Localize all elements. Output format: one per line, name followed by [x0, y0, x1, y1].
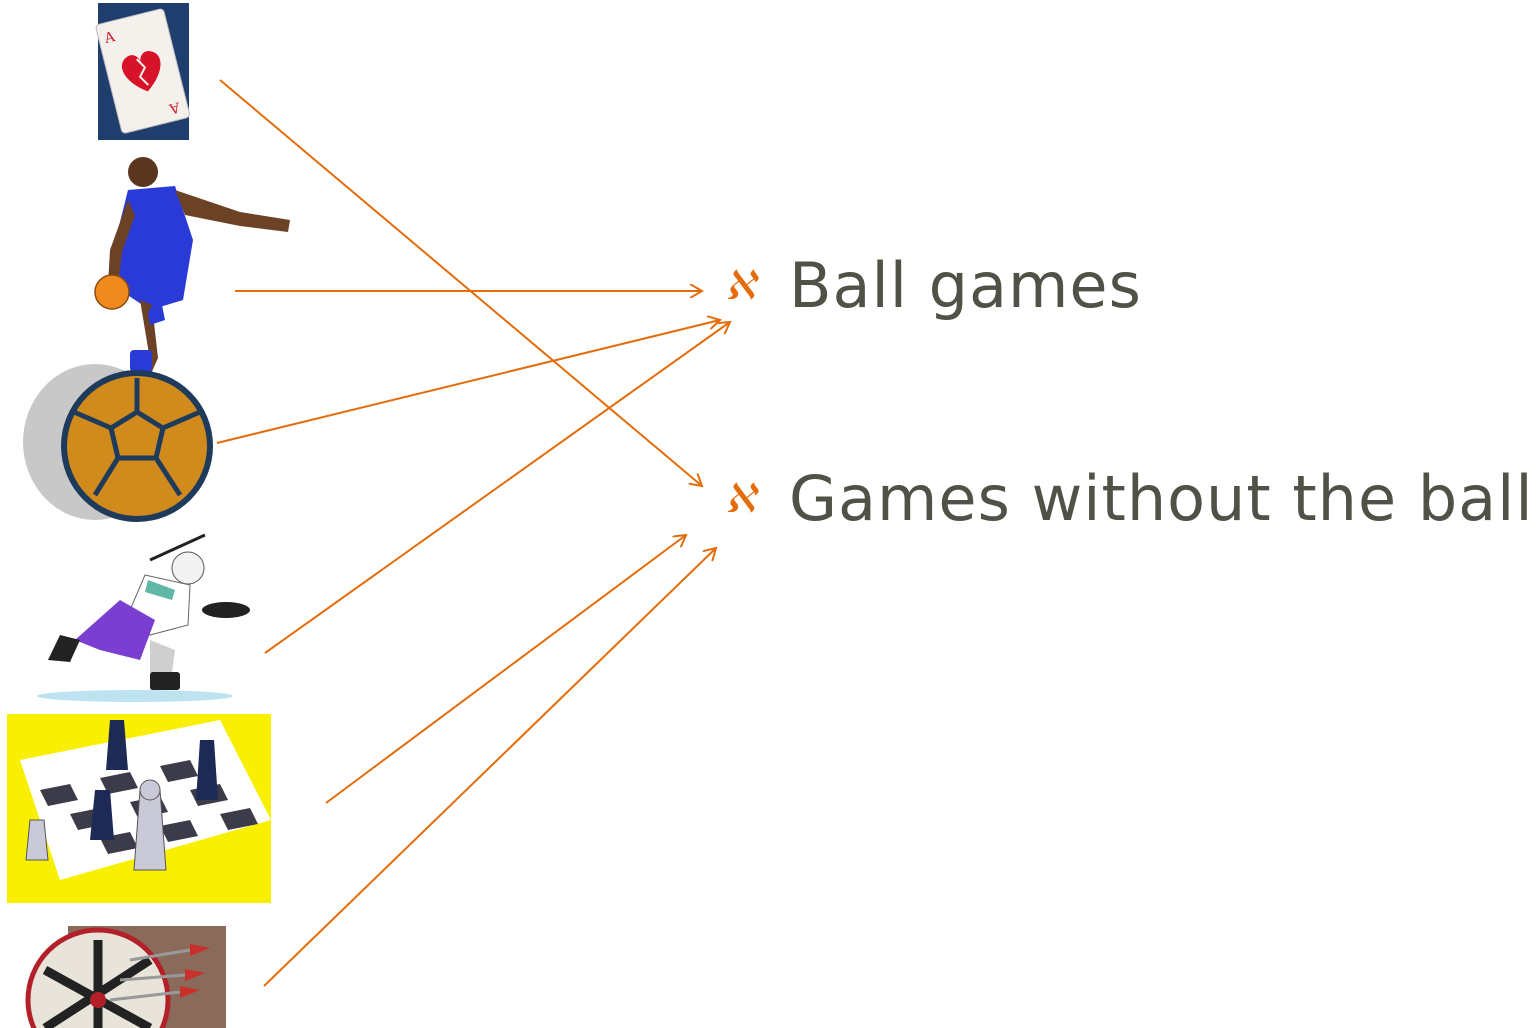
- hockey-player-image: [37, 533, 250, 702]
- arrow-darts-to-noball: [263, 548, 716, 987]
- ornament-bullet-icon: ℵ: [725, 263, 755, 309]
- bullet-ball-games: ℵ Ball games: [725, 255, 1142, 317]
- arrow-card-to-noball: [219, 79, 702, 486]
- category-label: Ball games: [789, 249, 1142, 322]
- svg-text:A: A: [102, 29, 118, 47]
- chess-board-image: [7, 714, 271, 903]
- svg-text:A: A: [167, 98, 183, 116]
- arrow-hockey-to-ball: [264, 322, 730, 654]
- arrow-soccer-to-ball: [216, 320, 720, 444]
- ornament-bullet-icon: ℵ: [725, 476, 755, 522]
- basketball-player-image: [94, 157, 290, 376]
- soccer-ball-image: [23, 364, 213, 522]
- arrow-chess-to-noball: [325, 535, 686, 804]
- dartboard-image: [25, 926, 226, 1028]
- bullet-games-without-ball: ℵ Games without the ball: [725, 468, 1534, 530]
- playing-card-image: A A: [95, 3, 190, 140]
- category-label: Games without the ball: [789, 462, 1534, 535]
